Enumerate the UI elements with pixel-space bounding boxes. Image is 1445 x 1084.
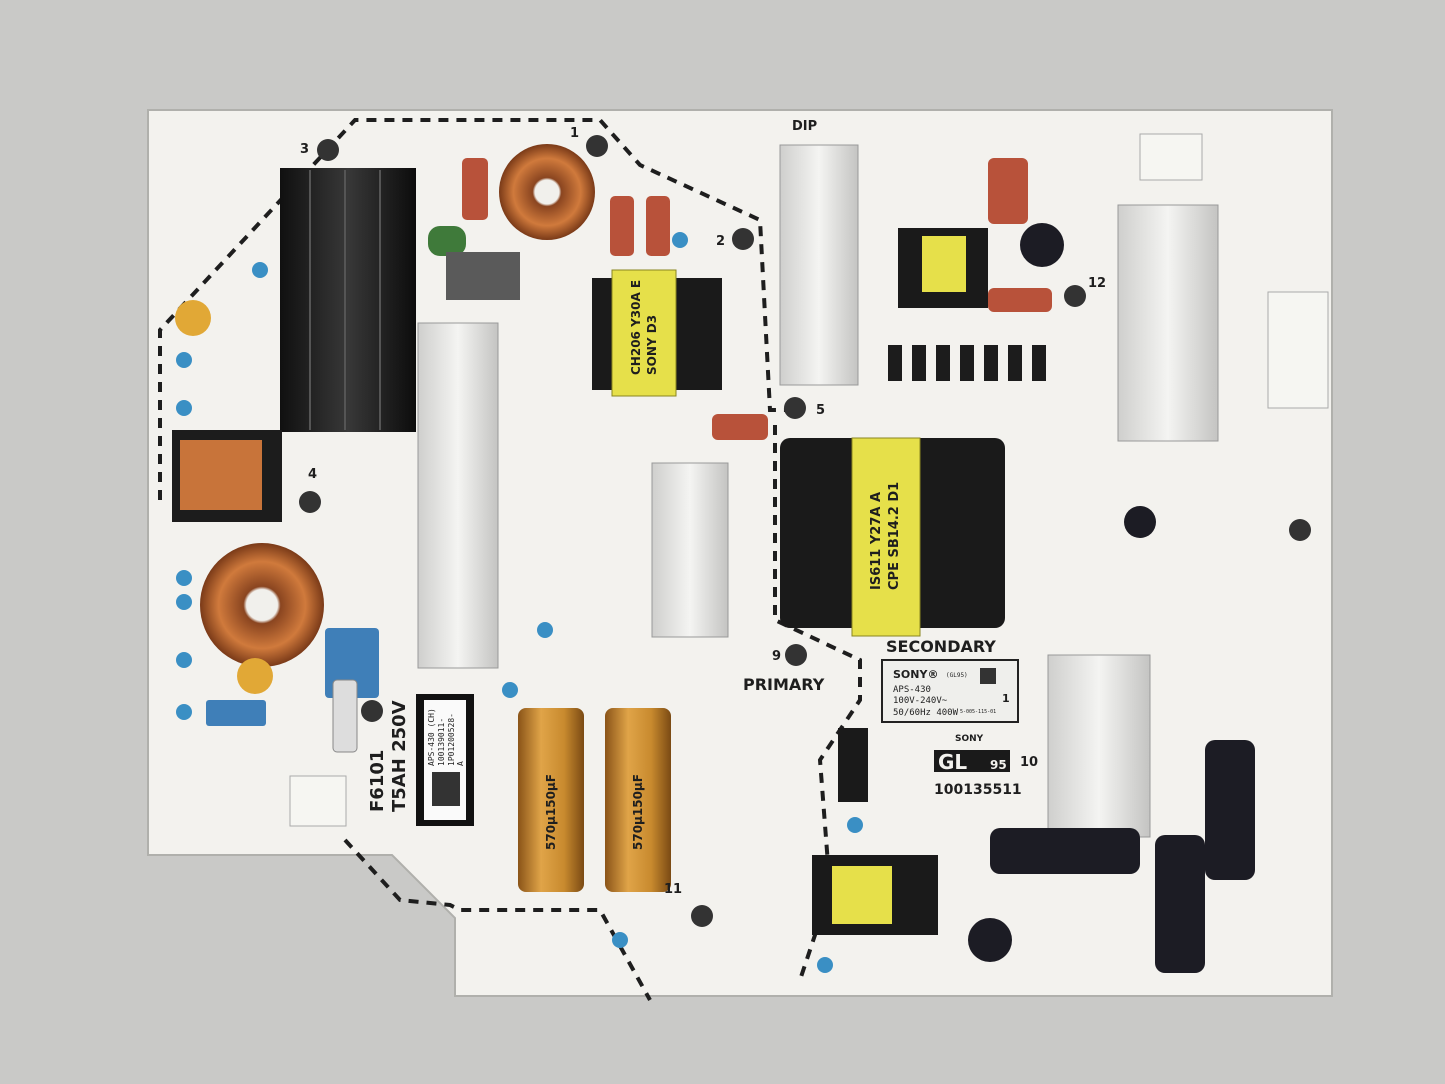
sony-small-label: SONY [955, 734, 984, 744]
thermistor [428, 226, 466, 256]
dip-label: DIP [792, 119, 817, 134]
marker-10: 10 [1020, 755, 1038, 770]
heatsink-mid [651, 462, 729, 638]
model-sticker-text: APS-430 (CH) [427, 708, 436, 766]
rating-code: (GL95) [946, 672, 968, 679]
heatsink-secondary-top [779, 144, 859, 386]
transformer-small-label-1: CH206 Y30A E [629, 280, 643, 375]
heatsink-bottom-right [1047, 654, 1151, 838]
gl95-badge [934, 750, 1010, 772]
transformer-small-label-2: SONY D3 [645, 315, 659, 375]
output-connector [1267, 291, 1329, 409]
capacitor-label-1: 570µ150µF [544, 774, 558, 850]
rectifier-diodes [888, 345, 1046, 381]
relay [446, 252, 520, 300]
rating-serial: 5-005-115-01 [960, 709, 996, 715]
marker-1: 1 [570, 126, 579, 141]
marker-4: 4 [308, 467, 317, 482]
marker-2: 2 [716, 234, 725, 249]
output-capacitors [968, 223, 1255, 973]
capacitor-label-2: 570µ150µF [631, 774, 645, 850]
fuse [332, 679, 358, 753]
toroid-inductor-left [200, 543, 324, 667]
rating-model: APS-430 [893, 685, 931, 695]
heatsink-pfc [417, 322, 499, 669]
marker-11: 11 [664, 882, 682, 897]
model-code-2: 1P01200528- [447, 713, 456, 766]
header-pins [838, 728, 868, 802]
heatsink-right [1117, 204, 1219, 442]
rating-power: 50/60Hz 400W [893, 708, 959, 718]
series-suffix: 95 [990, 758, 1007, 772]
toroid-inductor-top [499, 144, 595, 240]
bulk-capacitor-2 [605, 708, 671, 892]
datamatrix-code [432, 772, 460, 806]
y-capacitor-2 [237, 658, 273, 694]
secondary-label: SECONDARY [886, 637, 996, 656]
part-number: 100135511 [934, 782, 1022, 798]
series-prefix: GL [938, 750, 967, 774]
marker-9: 9 [772, 649, 781, 664]
film-capacitors [462, 158, 1052, 440]
model-code-1: 100139011- [437, 718, 446, 766]
marker-3: 3 [300, 142, 309, 157]
ac-inlet [289, 775, 347, 827]
bulk-capacitor-1 [518, 708, 584, 892]
ceramic-capacitors [176, 232, 863, 973]
rating-voltage: 100V-240V~ [893, 696, 948, 706]
transformer-main-label-2: CPE SB14.2 D1 [887, 482, 902, 590]
connector-top [1139, 133, 1203, 181]
heatsink-primary [280, 168, 416, 432]
mounting-holes [299, 135, 1311, 927]
y-capacitor [175, 300, 211, 336]
marker-12: 12 [1088, 276, 1106, 291]
marker-5: 5 [816, 403, 825, 418]
rating-index: 1 [1002, 692, 1010, 705]
transformer-main-label-1: IS611 Y27A A [869, 492, 884, 590]
model-code-3: A [456, 761, 465, 766]
rating-brand: SONY® [893, 668, 938, 681]
fuse-ref-label: F6101 [367, 750, 388, 812]
fuse-rating-label: T5AH 250V [389, 700, 410, 812]
primary-label: PRIMARY [743, 675, 825, 694]
